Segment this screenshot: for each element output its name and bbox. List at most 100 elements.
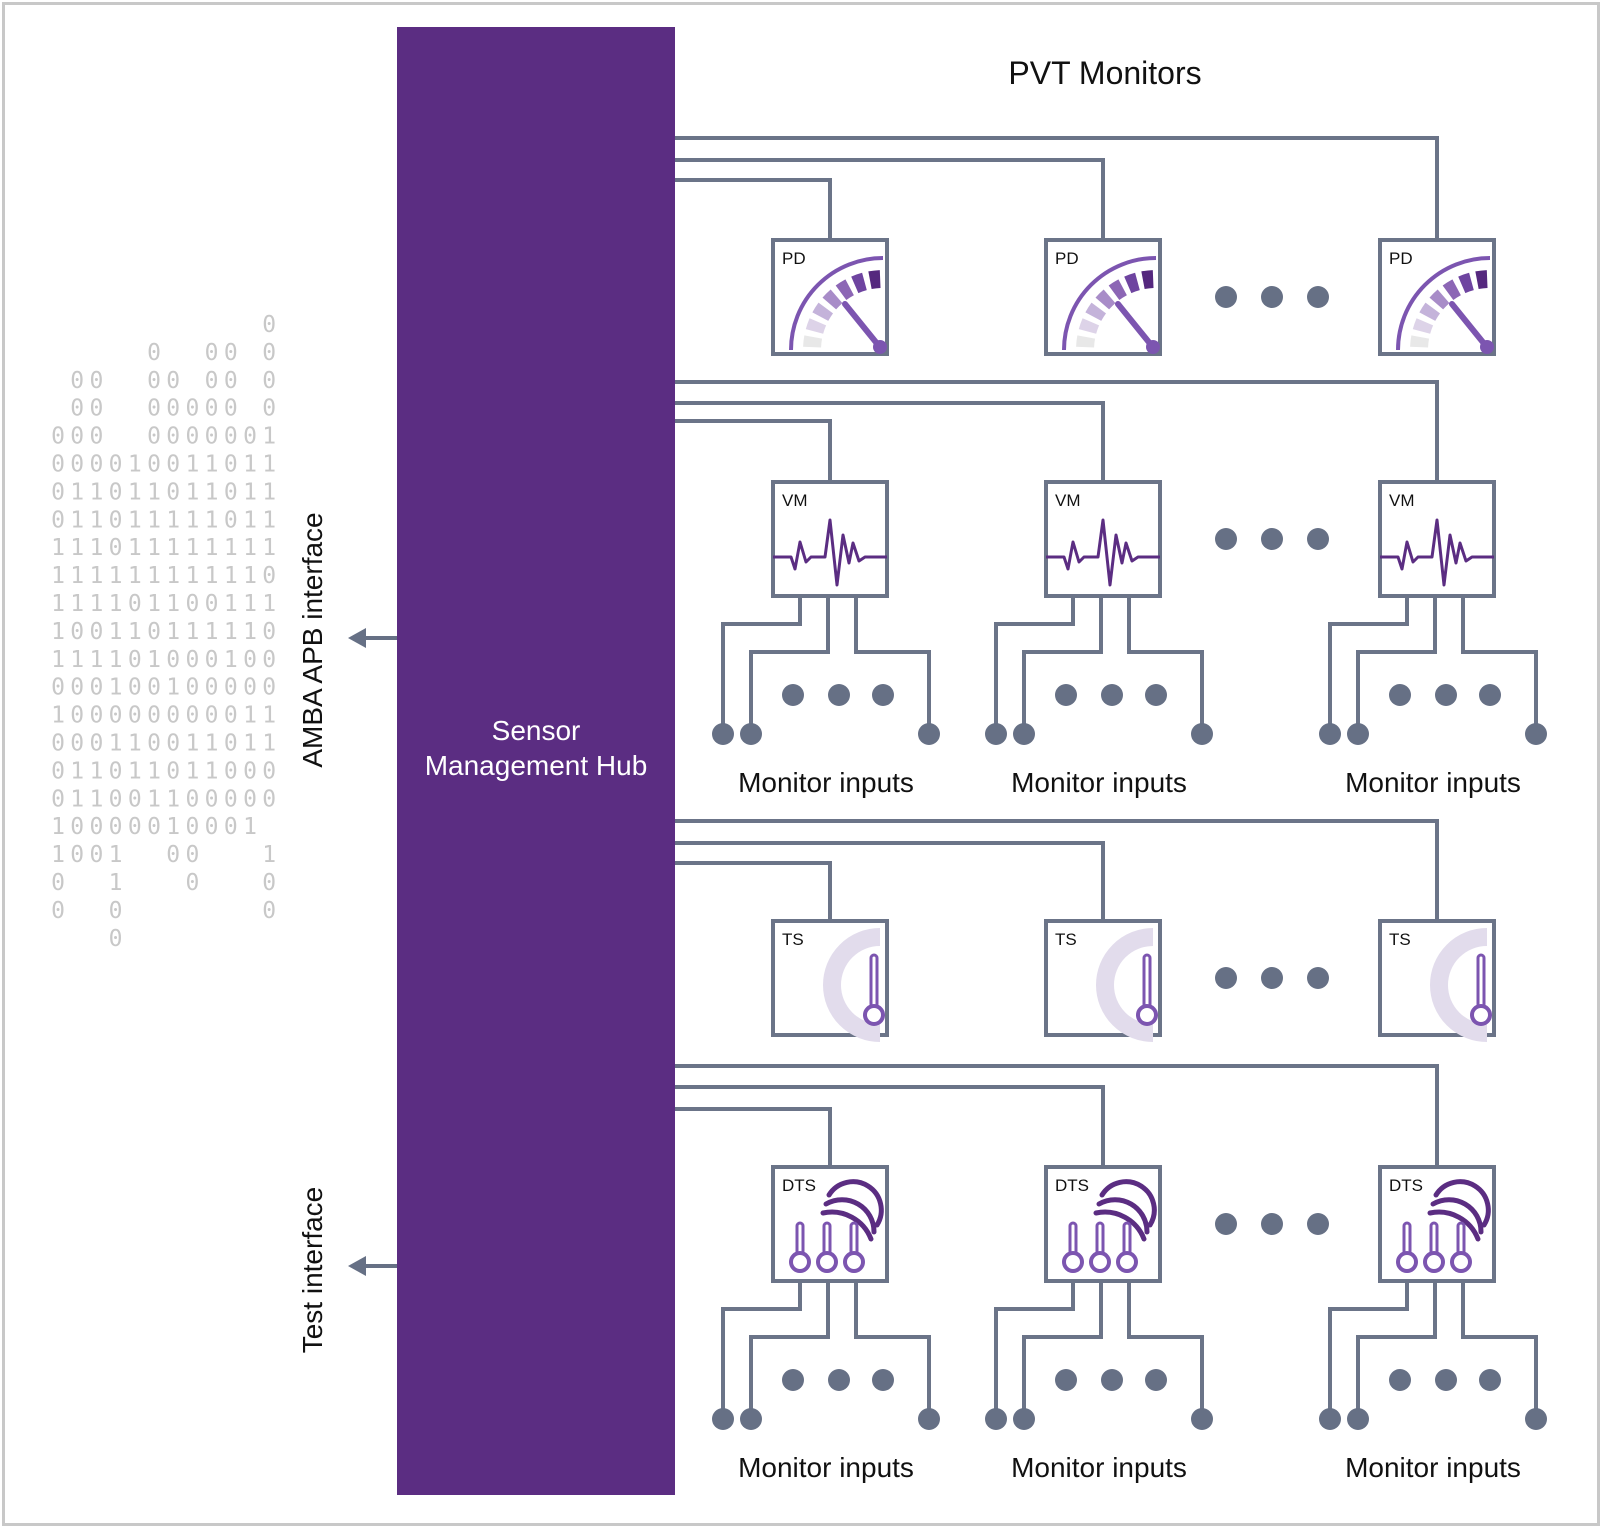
input-wire <box>721 1281 802 1411</box>
binary-digit: 0 <box>185 870 199 896</box>
binary-digit: 1 <box>147 479 161 505</box>
ts-module: TS <box>771 919 889 1042</box>
gauge-segment <box>1095 289 1116 310</box>
binary-digit: 0 <box>109 814 123 840</box>
binary-digit: 0 <box>205 368 219 394</box>
binary-digit: 1 <box>147 535 161 561</box>
ellipsis-dot <box>1389 684 1411 706</box>
binary-digit: 1 <box>70 647 84 673</box>
module-type-label: VM <box>1055 491 1081 510</box>
binary-digit: 0 <box>224 758 238 784</box>
binary-digit: 1 <box>243 619 257 645</box>
binary-digit: 0 <box>262 758 276 784</box>
binary-digit: 0 <box>262 368 276 394</box>
binary-digit: 0 <box>70 703 84 729</box>
gauge-segment <box>1419 302 1441 321</box>
binary-digit: 1 <box>89 647 103 673</box>
thermometer-bulb <box>816 1251 838 1273</box>
bus-wire <box>675 401 1105 482</box>
waveform <box>773 518 887 587</box>
binary-digit: 1 <box>51 842 65 868</box>
bus-wire <box>675 380 1439 482</box>
binary-digit: 0 <box>147 340 161 366</box>
binary-digit: 1 <box>166 591 180 617</box>
input-terminal <box>1191 1408 1213 1430</box>
binary-digit: 0 <box>70 675 84 701</box>
binary-digit: 0 <box>109 507 123 533</box>
binary-digit: 1 <box>70 563 84 589</box>
test-interface-arrow <box>348 1256 397 1276</box>
binary-digit: 1 <box>51 563 65 589</box>
input-wire <box>1127 1281 1204 1411</box>
binary-digit: 1 <box>128 507 142 533</box>
binary-digit: 1 <box>185 452 199 478</box>
bus-wire <box>675 158 1105 240</box>
binary-digit: 1 <box>89 507 103 533</box>
pd-module: PD <box>1378 238 1496 356</box>
distributed-thermometer-icon <box>789 1179 884 1273</box>
binary-digit: 1 <box>147 507 161 533</box>
binary-digit: 0 <box>70 619 84 645</box>
bus-wire <box>675 1107 832 1167</box>
binary-digit: 0 <box>224 479 238 505</box>
gauge-segment <box>1442 279 1461 301</box>
input-wire <box>1328 596 1409 726</box>
gauge-segment <box>812 302 834 321</box>
bus-wire <box>675 819 1439 921</box>
thermometer-bulb <box>1089 1251 1111 1273</box>
input-terminal <box>918 1408 940 1430</box>
binary-digit: 0 <box>70 452 84 478</box>
binary-digit: 0 <box>109 452 123 478</box>
ellipsis-dot <box>782 1369 804 1391</box>
binary-digit: 0 <box>205 647 219 673</box>
gauge-needle <box>1449 301 1489 349</box>
binary-digit: 1 <box>70 591 84 617</box>
ellipsis-dot <box>1261 286 1283 308</box>
binary-digit: 1 <box>109 675 123 701</box>
amba-apb-arrow <box>348 628 397 648</box>
signal-wave <box>1427 1209 1481 1242</box>
gauge-icon <box>1062 256 1160 354</box>
ellipsis-dot <box>1307 286 1329 308</box>
ellipsis-dot <box>1261 528 1283 550</box>
binary-digit: 0 <box>70 368 84 394</box>
thermometer-icon <box>823 928 885 1042</box>
input-wire <box>1022 596 1103 726</box>
binary-digit: 0 <box>262 340 276 366</box>
module-type-label: PD <box>1389 249 1413 268</box>
input-terminal <box>1525 723 1547 745</box>
ellipsis-dot <box>1307 528 1329 550</box>
gauge-pivot <box>1146 340 1160 354</box>
binary-digit: 1 <box>262 591 276 617</box>
input-terminal <box>712 1408 734 1430</box>
diagram-title: PVT Monitors <box>1008 55 1201 91</box>
binary-digit: 0 <box>51 424 65 450</box>
binary-digit: 1 <box>262 424 276 450</box>
binary-digit: 0 <box>128 675 142 701</box>
binary-digit: 1 <box>109 563 123 589</box>
ellipsis-dot <box>1307 1213 1329 1235</box>
amba-apb-interface-label: AMBA APB interface <box>297 512 328 767</box>
gauge-needle <box>842 301 882 349</box>
pd-module: PD <box>771 238 889 356</box>
gauge-needle <box>1115 301 1155 349</box>
gauge-arc <box>789 256 884 351</box>
binary-digit: 0 <box>224 340 238 366</box>
input-wire <box>1356 1281 1437 1411</box>
binary-digit: 0 <box>51 898 65 924</box>
binary-digit: 1 <box>224 563 238 589</box>
module-type-label: DTS <box>1055 1176 1089 1195</box>
binary-digit: 0 <box>262 898 276 924</box>
binary-digit: 0 <box>224 452 238 478</box>
binary-digit: 0 <box>185 647 199 673</box>
ellipsis-dot <box>1261 1213 1283 1235</box>
module-type-label: VM <box>782 491 808 510</box>
binary-digit: 1 <box>89 786 103 812</box>
binary-digit: 1 <box>166 786 180 812</box>
ellipsis-dot <box>828 1369 850 1391</box>
binary-digit: 0 <box>128 786 142 812</box>
binary-digit: 0 <box>262 312 276 338</box>
